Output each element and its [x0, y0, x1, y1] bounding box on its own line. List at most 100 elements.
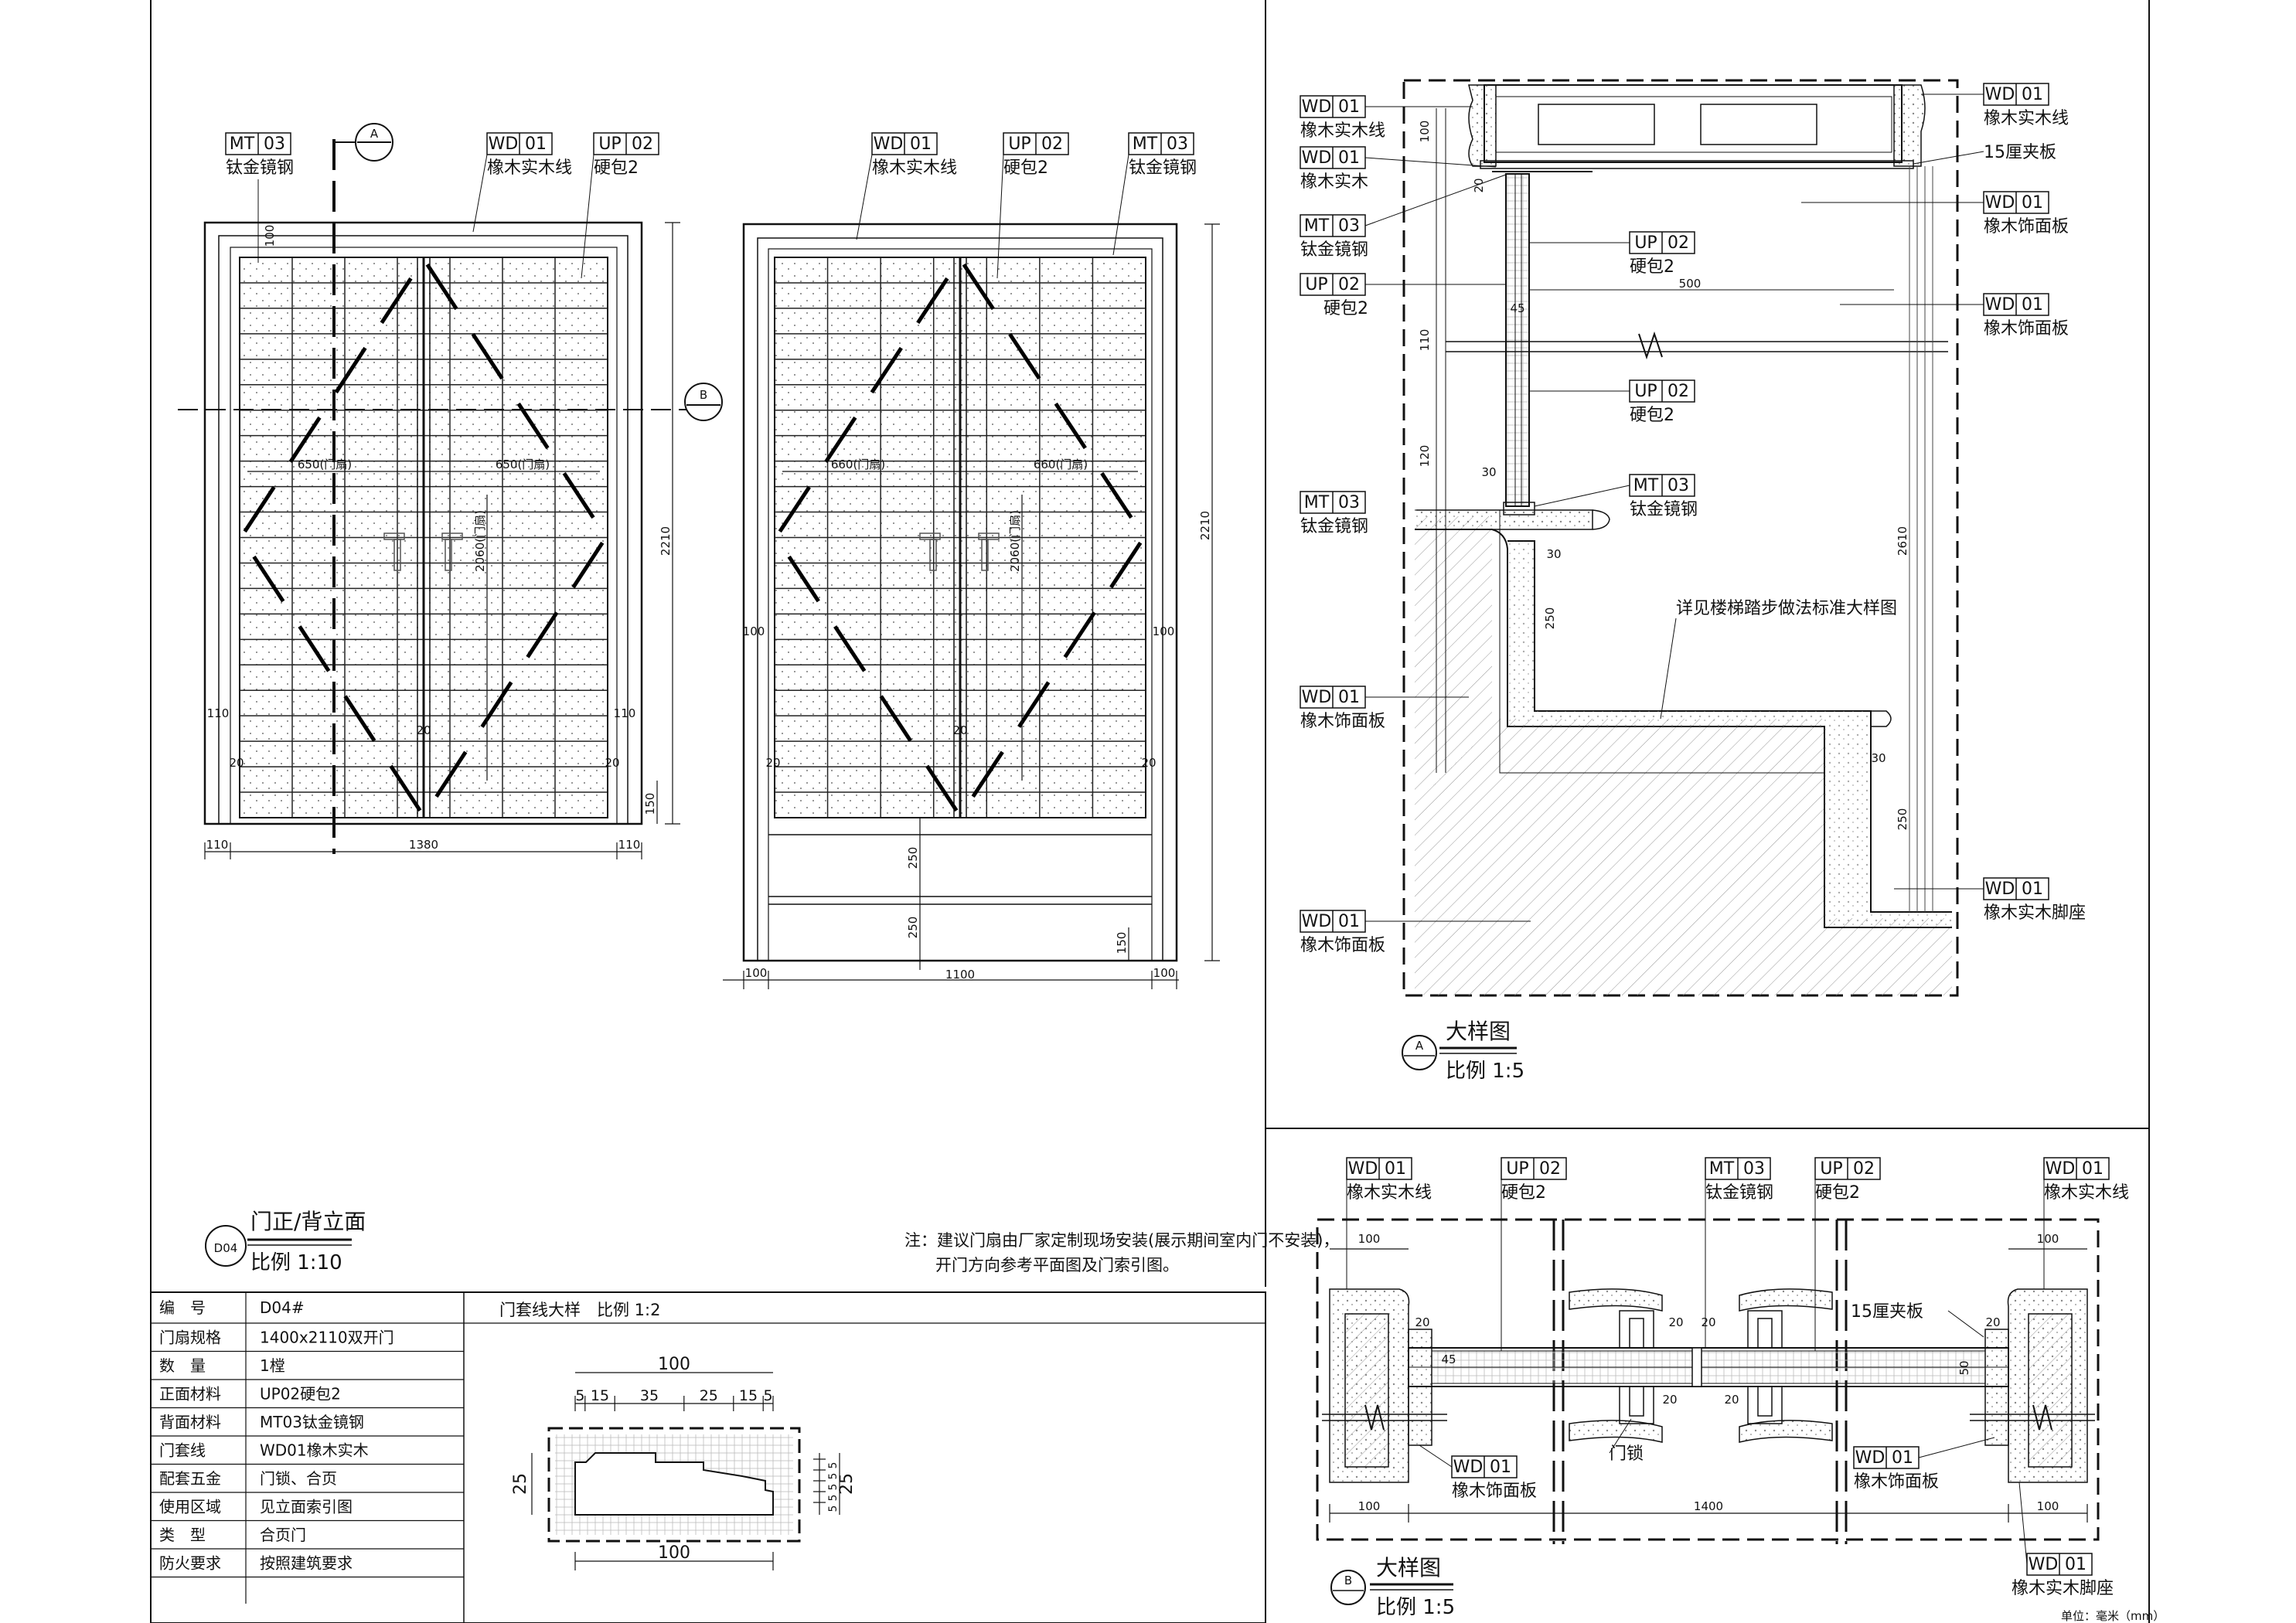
table-value: D04#	[260, 1298, 305, 1317]
diamond-stroke	[516, 402, 550, 450]
dim-100: 100	[263, 225, 277, 247]
svg-text:15厘夹板: 15厘夹板	[1984, 143, 2056, 162]
svg-text:01: 01	[525, 134, 547, 154]
diamond-stroke	[425, 263, 458, 311]
svg-text:01: 01	[1892, 1448, 1913, 1468]
diamond-stroke	[833, 625, 867, 672]
svg-text:20: 20	[1701, 1315, 1715, 1329]
profile-dim-25-left: 25	[511, 1473, 530, 1495]
detail-a-title: 大样图	[1446, 1019, 1511, 1044]
table-value: 见立面索引图	[260, 1497, 353, 1516]
profile-right-dim: 5	[827, 1462, 840, 1469]
svg-text:20: 20	[1415, 1315, 1429, 1329]
note-line-1: 注：建议门扇由厂家定制现场安装(展示期间室内门不安装)，	[904, 1231, 1339, 1250]
table-key: 类 型	[159, 1526, 206, 1544]
svg-text:02: 02	[1853, 1159, 1875, 1179]
svg-text:UP: UP	[1008, 134, 1030, 154]
diamond-stroke	[288, 416, 322, 464]
dim-100: 100	[1153, 966, 1176, 980]
label-b-lock: 门锁	[1609, 1418, 1644, 1464]
table-value: 按照建筑要求	[260, 1553, 353, 1572]
svg-text:UP: UP	[598, 134, 621, 154]
dim-20: 20	[952, 723, 967, 737]
table-value: 合页门	[260, 1526, 306, 1544]
svg-text:WD: WD	[1985, 85, 2015, 104]
detail-a-ref-note: 详见楼梯踏步做法标准大样图	[1676, 599, 1897, 618]
svg-text:MT: MT	[1633, 476, 1659, 495]
dim-110: 110	[206, 838, 229, 852]
tag-a-wd01-r4: WD 01 橡木实木脚座	[1894, 877, 2086, 923]
svg-text:橡木饰面板: 橡木饰面板	[1854, 1472, 1939, 1492]
tag-wd01-b: WD 01 橡木实木线	[856, 132, 957, 240]
svg-text:UP: UP	[1634, 382, 1657, 401]
elevation-tags: MT 03 钛金镜钢 WD 01 橡木实木线 UP 02 硬包2 WD 01 橡…	[225, 132, 1197, 279]
svg-text:硬包2: 硬包2	[1323, 299, 1368, 318]
svg-text:橡木实木线: 橡木实木线	[1347, 1183, 1432, 1203]
svg-text:01: 01	[910, 134, 932, 154]
tag-a-up02-mid: UP 02 硬包2	[1529, 231, 1695, 277]
profile-dim-25-right: 25	[837, 1473, 857, 1495]
table-value: 1樘	[260, 1356, 285, 1375]
table-value: WD01橡木实木	[260, 1441, 369, 1459]
elevation-dimensions	[204, 222, 1220, 989]
profile-top-dim: 15	[739, 1387, 758, 1404]
diamond-stroke	[1008, 332, 1041, 380]
table-value: MT03钛金镜钢	[260, 1413, 364, 1431]
svg-text:100: 100	[1358, 1232, 1381, 1246]
svg-text:橡木饰面板: 橡木饰面板	[1300, 712, 1385, 731]
tag-a-wd01-r2: WD 01 橡木饰面板	[1801, 191, 2069, 236]
detail-b-tags: WD 01 橡木实木线 UP 02 硬包2 MT 03 钛金镜钢 UP 02 硬…	[1346, 1157, 2129, 1598]
svg-text:门锁: 门锁	[1610, 1444, 1644, 1464]
profile-top-dim: 5	[764, 1387, 773, 1404]
tag-a-mt03-mid: MT 03 钛金镜钢	[1534, 474, 1698, 519]
table-key: 背面材料	[159, 1413, 221, 1431]
svg-text:MT: MT	[1304, 493, 1330, 512]
svg-text:03: 03	[1743, 1159, 1765, 1179]
svg-text:01: 01	[1338, 97, 1360, 117]
svg-text:20: 20	[1668, 1315, 1683, 1329]
svg-text:橡木实木线: 橡木实木线	[2044, 1183, 2129, 1203]
dim-250: 250	[906, 917, 920, 939]
svg-text:03: 03	[1667, 476, 1689, 495]
diamond-stroke	[787, 555, 820, 603]
dim-110: 110	[614, 706, 636, 720]
dim-2210: 2210	[659, 526, 673, 556]
svg-text:01: 01	[1490, 1458, 1511, 1477]
svg-text:MT: MT	[230, 134, 255, 154]
svg-text:MT: MT	[1709, 1159, 1735, 1179]
svg-text:02: 02	[1667, 382, 1689, 401]
svg-text:30: 30	[1481, 465, 1496, 479]
dim-20: 20	[229, 756, 244, 770]
diamond-stroke	[343, 695, 376, 742]
dim-20: 20	[605, 756, 619, 770]
svg-text:WD: WD	[1302, 97, 1332, 117]
section-marker-b: B	[680, 383, 723, 421]
svg-text:橡木实木脚座: 橡木实木脚座	[1984, 903, 2086, 923]
svg-text:WD: WD	[1348, 1159, 1378, 1179]
dim-2060: 2060(门扇)	[473, 510, 487, 572]
svg-text:钛金镜钢: 钛金镜钢	[1300, 517, 1368, 536]
svg-text:02: 02	[1338, 275, 1360, 294]
svg-text:02: 02	[632, 134, 653, 154]
svg-text:WD: WD	[2046, 1159, 2076, 1179]
tag-b-up02-r: UP 02 硬包2	[1814, 1157, 1881, 1351]
svg-text:钛金镜钢: 钛金镜钢	[1630, 500, 1698, 519]
elevation-back	[742, 223, 1178, 962]
svg-text:橡木实木: 橡木实木	[1300, 172, 1368, 192]
tag-b-wd01-bl: WD 01 橡木饰面板	[1419, 1444, 1537, 1501]
dim-2210: 2210	[1198, 511, 1212, 540]
svg-text:硬包2: 硬包2	[1630, 257, 1674, 277]
diamond-stroke	[824, 416, 857, 464]
svg-text:WD: WD	[1985, 295, 2015, 315]
section-marker-a: A	[334, 123, 393, 162]
svg-text:45: 45	[1510, 301, 1524, 315]
svg-text:20: 20	[1662, 1393, 1677, 1407]
tag-b-mt03: MT 03 钛金镜钢	[1705, 1157, 1773, 1348]
svg-text:01: 01	[1338, 688, 1360, 707]
tag-up02-b: UP 02 硬包2	[996, 132, 1069, 279]
label-ti-steel: 钛金镜钢	[226, 158, 294, 178]
diamond-stroke	[298, 625, 331, 672]
svg-text:橡木饰面板: 橡木饰面板	[1452, 1482, 1537, 1501]
